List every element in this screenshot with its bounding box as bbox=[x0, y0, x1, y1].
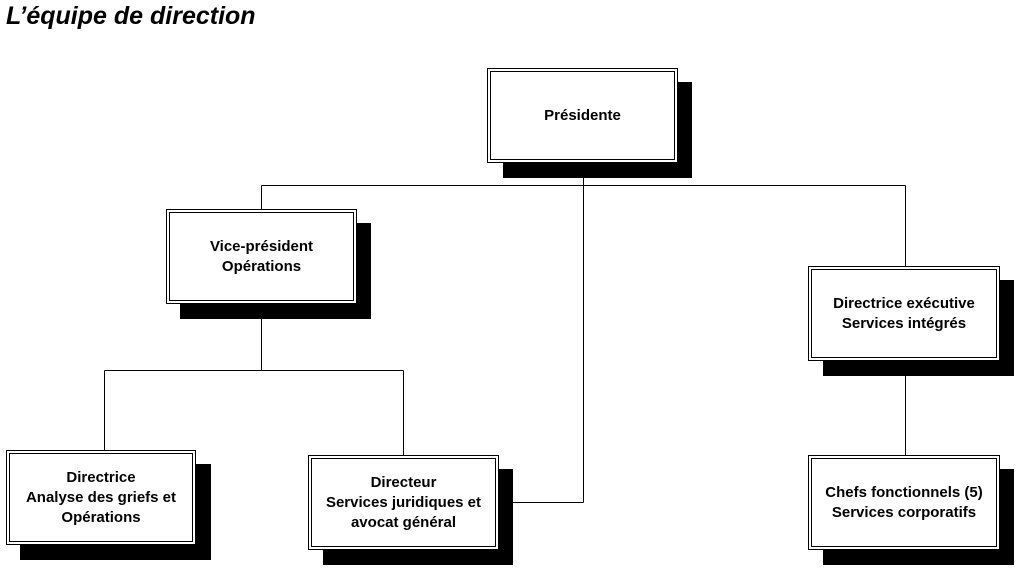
vp-operations-box[interactable]: Vice-président Opérations bbox=[166, 209, 357, 304]
director-legal-box[interactable]: Directeur Services juridiques et avocat … bbox=[308, 455, 499, 550]
director-grievance-unit-line1: Analyse des griefs et bbox=[25, 488, 177, 506]
director-legal-unit-line1: Services juridiques et bbox=[325, 493, 482, 511]
exec-director-title: Directrice exécutive bbox=[833, 294, 975, 312]
page-title: L’équipe de direction bbox=[6, 2, 256, 30]
exec-director-unit: Services intégrés bbox=[841, 314, 967, 332]
functional-heads-title: Chefs fonctionnels (5) bbox=[825, 483, 983, 501]
vp-operations-title: Vice-président bbox=[209, 237, 314, 255]
director-grievance-unit-line2: Opérations bbox=[61, 508, 141, 526]
functional-heads-unit: Services corporatifs bbox=[831, 503, 977, 521]
director-legal-unit-line2: avocat général bbox=[350, 513, 457, 531]
president-title: Présidente bbox=[544, 106, 621, 124]
functional-heads-box[interactable]: Chefs fonctionnels (5) Services corporat… bbox=[808, 455, 1000, 550]
director-grievance-title: Directrice bbox=[66, 468, 136, 486]
president-box[interactable]: Présidente bbox=[487, 68, 678, 163]
vp-operations-unit: Opérations bbox=[221, 257, 302, 275]
director-grievance-box[interactable]: Directrice Analyse des griefs et Opérati… bbox=[6, 450, 196, 545]
exec-director-box[interactable]: Directrice exécutive Services intégrés bbox=[808, 266, 1000, 361]
director-legal-title: Directeur bbox=[370, 473, 437, 491]
